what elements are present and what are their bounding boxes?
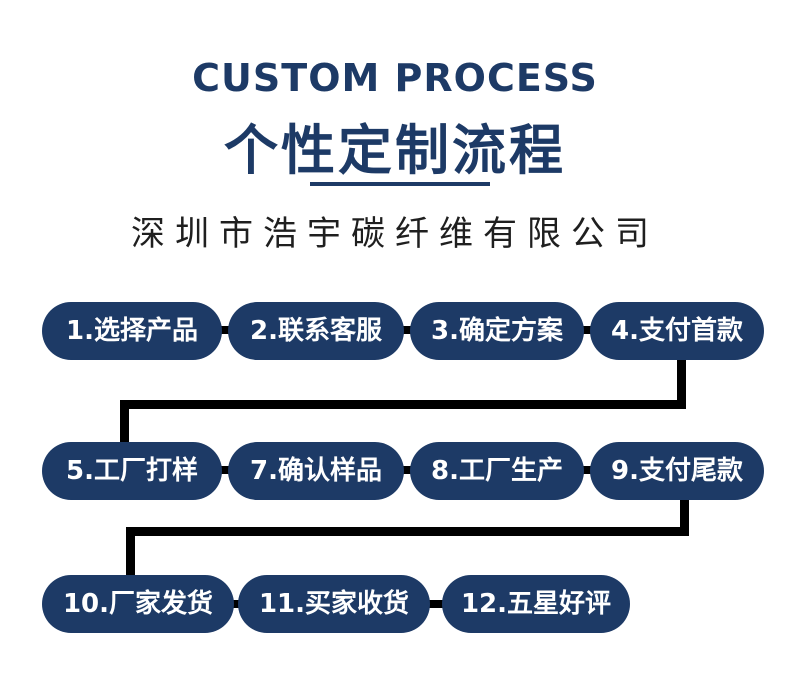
step-5-pill: 5.工厂打样 (42, 442, 222, 500)
step-2-pill: 2.联系客服 (228, 302, 404, 360)
connector-down-right-2 (680, 490, 689, 535)
connector-down-left-1 (120, 400, 129, 452)
step-3-pill: 3.确定方案 (410, 302, 584, 360)
step-11-pill: 11.买家收货 (238, 575, 430, 633)
step-1-pill: 1.选择产品 (42, 302, 222, 360)
step-7-pill: 7.确认样品 (228, 442, 404, 500)
title-english: CUSTOM PROCESS (192, 56, 598, 100)
title-underline (310, 182, 490, 186)
step-4-pill: 4.支付首款 (590, 302, 764, 360)
step-9-pill: 9.支付尾款 (590, 442, 764, 500)
connector-down-left-2 (126, 527, 135, 575)
connector-down-right-1 (677, 350, 686, 408)
step-12-pill: 12.五星好评 (442, 575, 630, 633)
step-8-pill: 8.工厂生产 (410, 442, 584, 500)
step-10-pill: 10.厂家发货 (42, 575, 234, 633)
company-name: 深圳市浩宇碳纤维有限公司 (131, 214, 659, 254)
connector-horizontal-1 (120, 400, 686, 409)
title-chinese: 个性定制流程 (224, 119, 566, 182)
connector-horizontal-2 (126, 527, 689, 536)
